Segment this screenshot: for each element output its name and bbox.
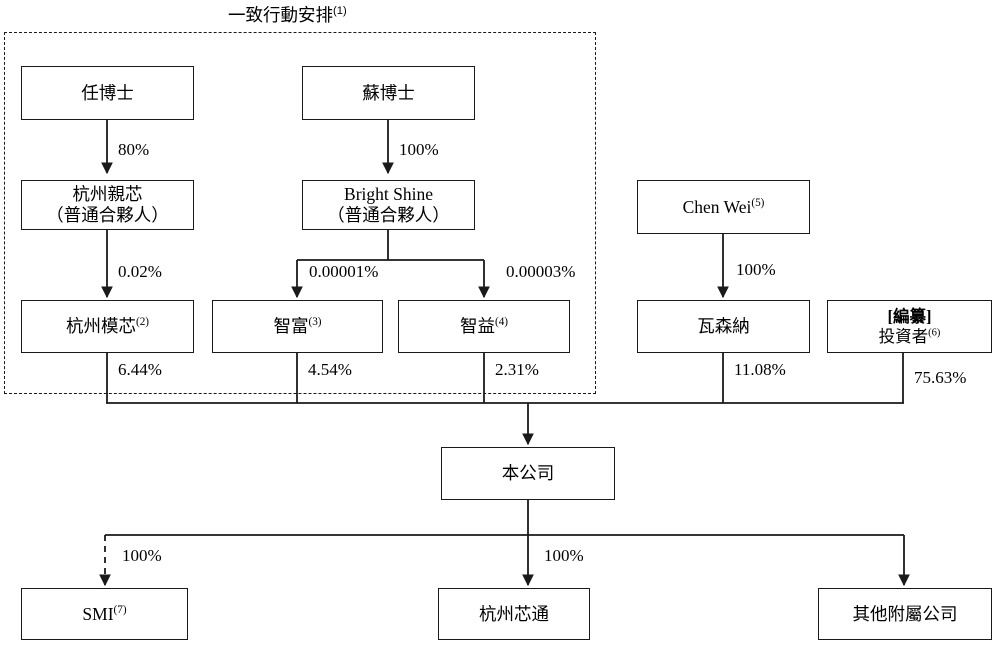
edge-label-investor-to-company: 75.63% — [914, 368, 967, 387]
node-hangzhou-qinxin-sublabel: （普通合夥人） — [46, 205, 169, 225]
node-hangzhou-moxin-text: 杭州模芯 — [65, 316, 136, 337]
node-wasenna-label: 瓦森納 — [697, 316, 750, 337]
node-smi-label: SMI(7) — [82, 604, 126, 625]
node-su-doctor[interactable]: 蘇博士 — [302, 66, 475, 120]
edge-label-brightshine-to-zhifu: 0.00001% — [309, 262, 379, 281]
node-ren-doctor-label: 任博士 — [81, 82, 134, 103]
node-hangzhou-qinxin-label: 杭州親芯 — [72, 184, 143, 205]
node-zhifu[interactable]: 智富(3) — [212, 300, 383, 353]
node-zhiyi-note: (4) — [494, 316, 509, 329]
edge-label-su-to-brightshine: 100% — [399, 140, 439, 159]
edge-label-company-to-smi: 100% — [122, 546, 162, 565]
node-zhifu-note: (3) — [308, 316, 322, 329]
node-hangzhou-xintong-label: 杭州芯通 — [479, 603, 549, 624]
node-hangzhou-moxin[interactable]: 杭州模芯(2) — [21, 300, 194, 353]
edge-label-moxin-to-company: 6.44% — [118, 360, 162, 379]
edge-label-zhiyi-to-company: 2.31% — [495, 360, 539, 379]
node-smi-note: (7) — [113, 603, 127, 616]
node-bright-shine-label: Bright Shine — [344, 184, 433, 205]
node-investor-note: (6) — [928, 327, 941, 338]
node-other-subsidiaries[interactable]: 其他附屬公司 — [818, 588, 992, 640]
node-smi-text: SMI — [82, 603, 114, 624]
node-other-subsidiaries-label: 其他附屬公司 — [852, 603, 958, 624]
node-company[interactable]: 本公司 — [441, 447, 615, 500]
node-hangzhou-xintong[interactable]: 杭州芯通 — [438, 588, 590, 640]
node-chen-wei-label: Chen Wei(5) — [683, 197, 765, 218]
node-zhiyi-text: 智益 — [459, 316, 495, 337]
node-hangzhou-moxin-label: 杭州模芯(2) — [66, 316, 149, 337]
concert-party-group-title: 一致行動安排(1) — [228, 2, 347, 27]
node-bright-shine[interactable]: Bright Shine （普通合夥人） — [302, 180, 475, 230]
node-bright-shine-sublabel: （普通合夥人） — [327, 205, 450, 225]
node-wasenna[interactable]: 瓦森納 — [637, 300, 810, 353]
edge-label-qinxin-to-moxin: 0.02% — [118, 262, 162, 281]
edge-label-ren-to-qinxin: 80% — [118, 140, 150, 159]
concert-party-group-box — [4, 32, 596, 394]
node-chen-wei-note: (5) — [751, 196, 765, 209]
node-hangzhou-moxin-note: (2) — [135, 316, 150, 329]
node-ren-doctor[interactable]: 任博士 — [21, 66, 194, 120]
node-investor-text: 投資者 — [878, 326, 929, 346]
edge-label-company-to-xintong: 100% — [544, 546, 584, 565]
edge-label-wasenna-to-company: 11.08% — [734, 360, 786, 379]
node-chen-wei[interactable]: Chen Wei(5) — [637, 180, 810, 234]
node-zhifu-label: 智富(3) — [273, 316, 321, 337]
node-zhiyi-label: 智益(4) — [460, 316, 508, 337]
node-smi[interactable]: SMI(7) — [21, 588, 188, 640]
edge-label-brightshine-to-zhiyi: 0.00003% — [506, 262, 576, 281]
node-investor-bracket-label: [編纂] — [887, 307, 932, 327]
node-hangzhou-qinxin[interactable]: 杭州親芯 （普通合夥人） — [21, 180, 194, 230]
node-chen-wei-text: Chen Wei — [682, 196, 752, 217]
node-zhiyi[interactable]: 智益(4) — [398, 300, 570, 353]
group-title-note: (1) — [333, 5, 347, 18]
group-title-text: 一致行動安排 — [228, 5, 333, 25]
node-company-label: 本公司 — [501, 463, 555, 484]
node-su-doctor-label: 蘇博士 — [362, 82, 415, 103]
edge-label-chenwei-to-wasenna: 100% — [736, 260, 776, 279]
edge-label-zhifu-to-company: 4.54% — [308, 360, 352, 379]
node-investor-label: 投資者(6) — [879, 327, 941, 346]
node-zhifu-text: 智富 — [273, 316, 309, 337]
node-investor[interactable]: [編纂] 投資者(6) — [827, 300, 992, 353]
